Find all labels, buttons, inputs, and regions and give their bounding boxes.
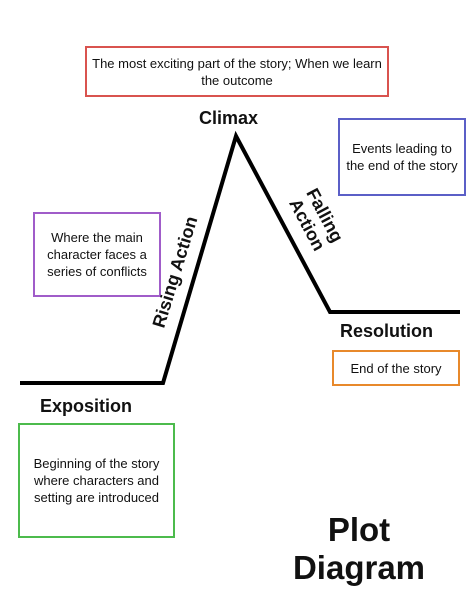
exposition-description: Beginning of the story where characters … [33,456,160,505]
climax-description: The most exciting part of the story; Whe… [92,55,382,88]
diagram-title-line1: Plot [327,511,391,548]
resolution-description-box: End of the story [332,350,460,386]
climax-description-box: The most exciting part of the story; Whe… [85,46,389,97]
plot-line [20,130,460,385]
resolution-description: End of the story [350,360,442,376]
diagram-title: Plot Diagram [274,511,444,587]
climax-label: Climax [199,108,259,128]
exposition-label: Exposition [40,396,133,416]
falling-action-description: Events leading to the end of the story [346,141,458,173]
exposition-description-box: Beginning of the story where characters … [18,423,175,538]
rising-action-description: Where the main character faces a series … [47,230,147,279]
diagram-title-line2: Diagram [292,549,426,586]
rising-action-description-box: Where the main character faces a series … [33,212,161,297]
falling-action-description-box: Events leading to the end of the story [338,118,466,196]
resolution-label: Resolution [340,321,433,341]
